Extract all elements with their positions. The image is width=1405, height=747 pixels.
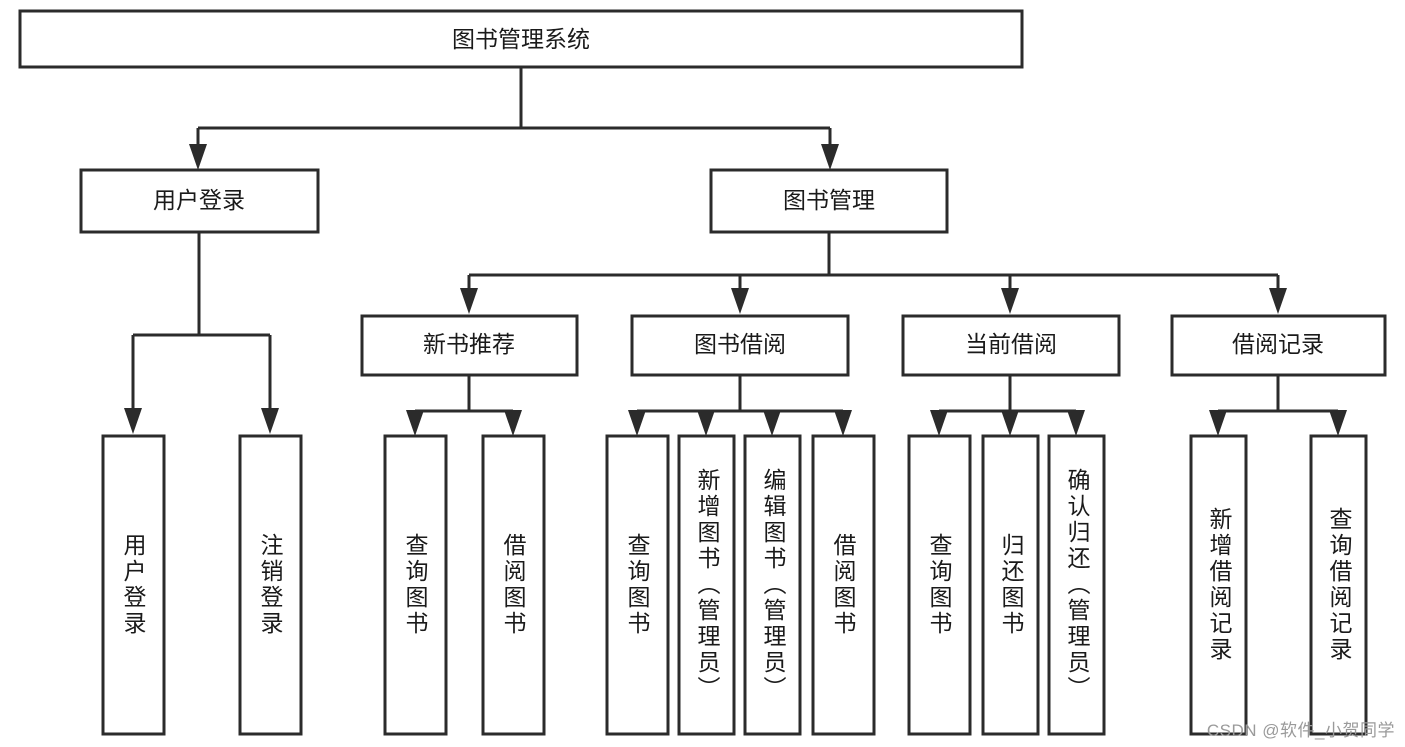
node-new-book-recommend-label: 新书推荐 — [423, 331, 515, 357]
node-leaf-add-book-box[interactable] — [677, 434, 736, 736]
arrow-to-book-borrow — [731, 288, 749, 314]
node-new-book-recommend-box[interactable] — [360, 314, 579, 377]
node-leaf-query-book-1[interactable]: 查询图书 — [383, 434, 448, 736]
node-book-manage-box[interactable] — [709, 168, 949, 234]
node-leaf-query-book-1-box[interactable] — [383, 434, 448, 736]
arrow-to-leaf-add-record — [1209, 410, 1227, 436]
node-leaf-return-book-label: 归还图书 — [998, 533, 1025, 637]
node-leaf-add-record[interactable]: 新增借阅记录 — [1189, 434, 1248, 736]
node-book-borrow-label: 图书借阅 — [694, 331, 786, 357]
arrow-to-current-borrow — [1001, 288, 1019, 314]
arrow-to-leaf-query-record — [1329, 410, 1347, 436]
node-leaf-logout[interactable]: 注销登录 — [238, 434, 303, 736]
node-new-book-recommend[interactable]: 新书推荐 — [360, 314, 579, 377]
arrow-to-leaf-borrow-book-2 — [834, 410, 852, 436]
node-leaf-user-login-box[interactable] — [101, 434, 166, 736]
node-leaf-query-book-2-box[interactable] — [605, 434, 670, 736]
csdn-watermark: CSDN @软件_小贺同学 — [1206, 721, 1395, 740]
node-borrow-record[interactable]: 借阅记录 — [1170, 314, 1387, 377]
node-leaf-user-login[interactable]: 用户登录 — [101, 434, 166, 736]
node-leaf-user-login-label: 用户登录 — [120, 533, 147, 637]
node-leaf-add-book-label: 新增图书（管理员） — [694, 468, 721, 702]
node-leaf-edit-book-label: 编辑图书（管理员） — [760, 468, 787, 702]
node-leaf-query-book-1-label: 查询图书 — [402, 533, 429, 637]
node-leaf-confirm-return-box[interactable] — [1047, 434, 1106, 736]
node-leaf-query-book-3-box[interactable] — [907, 434, 972, 736]
arrow-root-to-user-login — [189, 144, 207, 170]
node-current-borrow-label: 当前借阅 — [965, 331, 1057, 357]
node-leaf-edit-book[interactable]: 编辑图书（管理员） — [743, 434, 802, 736]
node-leaf-add-record-box[interactable] — [1189, 434, 1248, 736]
node-current-borrow[interactable]: 当前借阅 — [901, 314, 1121, 377]
arrow-to-leaf-add-book — [697, 410, 715, 436]
node-book-borrow-box[interactable] — [630, 314, 850, 377]
node-leaf-query-book-2[interactable]: 查询图书 — [605, 434, 670, 736]
node-leaf-query-record-label: 查询借阅记录 — [1326, 507, 1353, 663]
node-book-borrow[interactable]: 图书借阅 — [630, 314, 850, 377]
node-leaf-query-record[interactable]: 查询借阅记录 — [1309, 434, 1368, 736]
node-root-label: 图书管理系统 — [452, 26, 590, 52]
node-leaf-borrow-book-2[interactable]: 借阅图书 — [811, 434, 876, 736]
arrow-to-leaf-edit-book — [763, 410, 781, 436]
node-leaf-logout-box[interactable] — [238, 434, 303, 736]
node-leaf-query-record-box[interactable] — [1309, 434, 1368, 736]
arrow-to-borrow-record — [1269, 288, 1287, 314]
node-leaf-borrow-book-2-box[interactable] — [811, 434, 876, 736]
arrow-root-to-book-manage — [821, 144, 839, 170]
node-user-login-label: 用户登录 — [153, 187, 245, 213]
arrow-to-leaf-confirm-return — [1067, 410, 1085, 436]
node-leaf-query-book-3[interactable]: 查询图书 — [907, 434, 972, 736]
node-leaf-add-record-label: 新增借阅记录 — [1206, 507, 1233, 663]
node-leaf-confirm-return-label: 确认归还（管理员） — [1064, 468, 1091, 702]
node-leaf-borrow-book-2-label: 借阅图书 — [830, 533, 857, 637]
node-book-manage-label: 图书管理 — [783, 187, 875, 213]
node-leaf-confirm-return[interactable]: 确认归还（管理员） — [1047, 434, 1106, 736]
node-leaf-return-book[interactable]: 归还图书 — [981, 434, 1040, 736]
arrow-to-leaf-user-login — [124, 408, 142, 434]
node-leaf-add-book[interactable]: 新增图书（管理员） — [677, 434, 736, 736]
node-root[interactable]: 图书管理系统 — [18, 9, 1024, 69]
arrow-to-new-book-recommend — [460, 288, 478, 314]
node-current-borrow-box[interactable] — [901, 314, 1121, 377]
arrow-to-leaf-return-book — [1001, 410, 1019, 436]
node-leaf-borrow-book-1-box[interactable] — [481, 434, 546, 736]
arrow-to-leaf-logout — [261, 408, 279, 434]
arrow-to-leaf-query-book-2 — [628, 410, 646, 436]
connector-group — [124, 67, 1347, 436]
node-leaf-query-book-3-label: 查询图书 — [926, 533, 953, 637]
arrow-to-leaf-borrow-book-1 — [504, 410, 522, 436]
node-borrow-record-box[interactable] — [1170, 314, 1387, 377]
node-leaf-borrow-book-1-label: 借阅图书 — [500, 533, 527, 637]
node-borrow-record-label: 借阅记录 — [1232, 331, 1324, 357]
node-user-login-box[interactable] — [79, 168, 320, 234]
node-user-login[interactable]: 用户登录 — [79, 168, 320, 234]
node-root-box[interactable] — [18, 9, 1024, 69]
arrow-to-leaf-query-book-3 — [930, 410, 948, 436]
node-leaf-edit-book-box[interactable] — [743, 434, 802, 736]
node-book-manage[interactable]: 图书管理 — [709, 168, 949, 234]
node-leaf-logout-label: 注销登录 — [257, 533, 284, 637]
node-leaf-borrow-book-1[interactable]: 借阅图书 — [481, 434, 546, 736]
node-leaf-return-book-box[interactable] — [981, 434, 1040, 736]
node-leaf-query-book-2-label: 查询图书 — [624, 533, 651, 637]
arrow-to-leaf-query-book-1 — [406, 410, 424, 436]
